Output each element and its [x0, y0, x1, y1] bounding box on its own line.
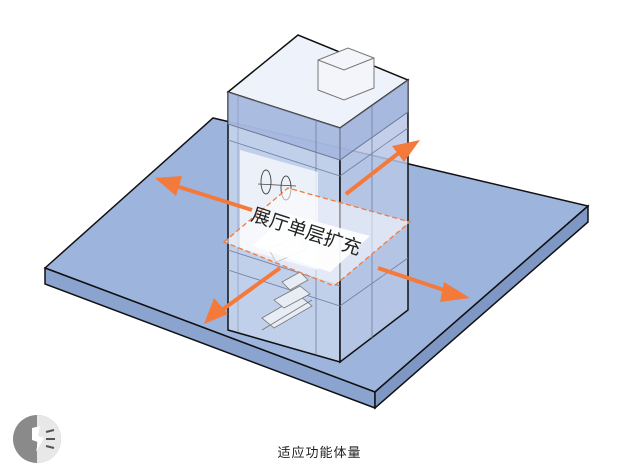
diagram-caption: 适应功能体量	[277, 446, 362, 461]
fan-left	[260, 169, 272, 195]
slab-right-face	[374, 204, 589, 410]
arrow-left-icon	[155, 176, 253, 212]
stylized-face-emblem-icon	[13, 415, 61, 463]
arrow-up-right-icon	[344, 140, 420, 196]
expansion-arrows	[155, 140, 470, 324]
arrow-right-icon	[377, 266, 470, 302]
roof-box	[317, 47, 375, 101]
expansion-plane	[222, 187, 412, 287]
arrow-down-left-icon	[204, 266, 282, 324]
